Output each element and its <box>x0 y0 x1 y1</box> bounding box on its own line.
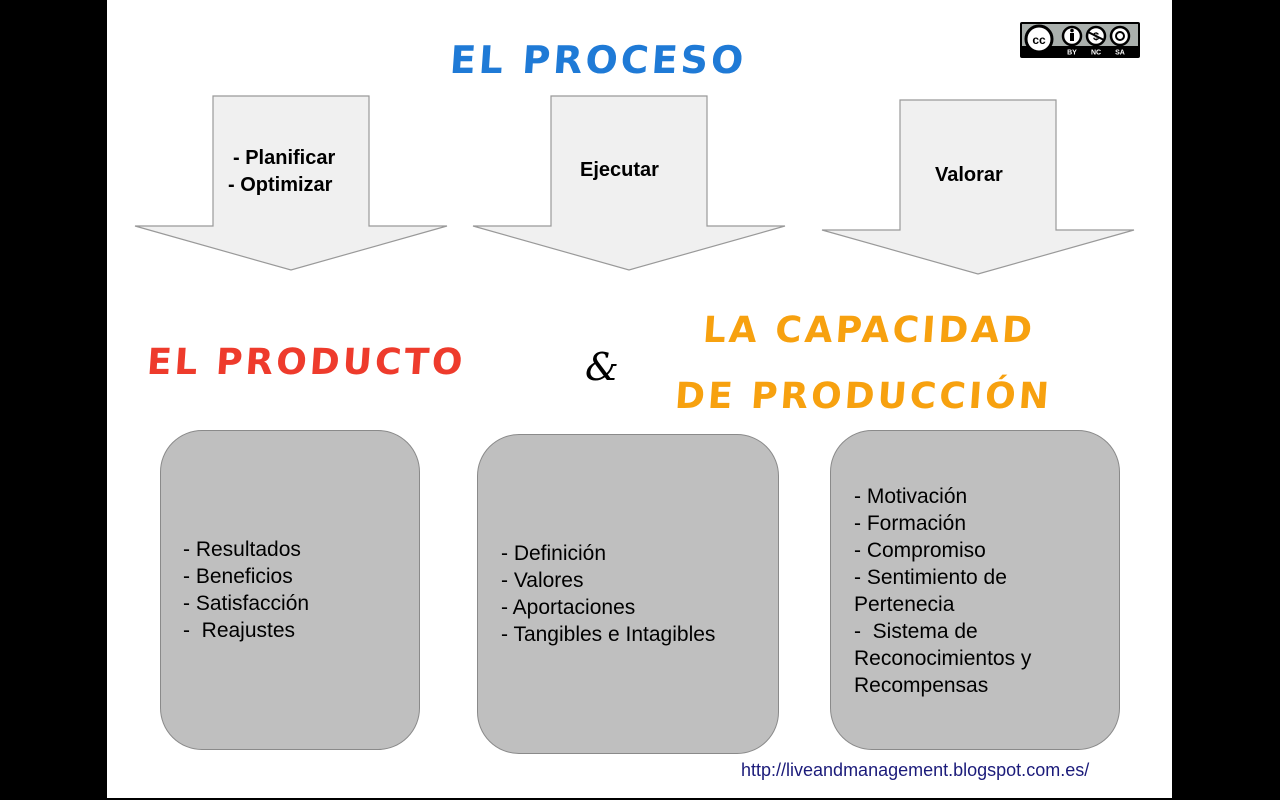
step-planificar: - Planificar <box>233 147 336 169</box>
card-list: - Definición - Valores - Aportaciones - … <box>501 540 715 648</box>
footer-url-link[interactable]: http://liveandmanagement.blogspot.com.es… <box>741 760 1090 780</box>
list-item: - Aportaciones <box>501 596 636 619</box>
process-arrow-valorar: Valorar <box>821 99 1135 277</box>
svg-text:BY: BY <box>1067 50 1077 57</box>
svg-text:SA: SA <box>1115 50 1125 57</box>
cc-badge-body: cc $ BY NC SA <box>1022 24 1138 57</box>
down-arrow-icon <box>134 95 448 271</box>
step-optimizar: - Optimizar <box>228 174 333 196</box>
list-item: - Compromiso <box>854 539 986 562</box>
list-item: - Resultados <box>183 538 301 561</box>
list-item: - Beneficios <box>183 565 293 588</box>
card-capacidad-produccion: - Motivación - Formación - Compromiso - … <box>830 430 1120 750</box>
svg-text:NC: NC <box>1091 50 1101 57</box>
list-item: Pertenecia <box>854 593 955 616</box>
arrow-label: - Planificar - Optimizar <box>228 145 335 199</box>
heading-capacidad-line2: DE PRODUCCIÓN <box>673 376 1054 417</box>
slide: EL PROCESO cc $ BY NC SA <box>107 0 1172 798</box>
list-item: - Formación <box>854 512 967 535</box>
list-item: Recompensas <box>854 674 989 697</box>
ampersand: & <box>585 345 619 389</box>
card-list: - Motivación - Formación - Compromiso - … <box>854 483 1031 699</box>
card-producto-outcomes: - Resultados - Beneficios - Satisfacción… <box>160 430 420 750</box>
cc-license-badge[interactable]: cc $ BY NC SA <box>1020 22 1140 58</box>
process-arrow-planificar: - Planificar - Optimizar <box>134 95 448 273</box>
list-item: - Definición <box>501 542 607 565</box>
heading-capacidad-line1: LA CAPACIDAD <box>701 310 1037 351</box>
slide-title: EL PROCESO <box>448 38 748 82</box>
list-item: - Reajustes <box>183 619 296 642</box>
arrow-label: Ejecutar <box>580 159 659 181</box>
svg-text:cc: cc <box>1032 33 1046 47</box>
list-item: - Tangibles e Intagibles <box>501 623 716 646</box>
list-item: Reconocimientos y <box>854 647 1032 670</box>
list-item: - Valores <box>501 569 584 592</box>
arrow-label: Valorar <box>935 164 1003 186</box>
process-arrow-ejecutar: Ejecutar <box>472 95 786 273</box>
down-arrow-icon <box>472 95 786 271</box>
heading-el-producto: EL PRODUCTO <box>145 342 467 383</box>
list-item: - Sistema de <box>854 620 978 643</box>
list-item: - Sentimiento de <box>854 566 1007 589</box>
list-item: - Satisfacción <box>183 592 310 615</box>
down-arrow-icon <box>821 99 1135 275</box>
creative-commons-icon: cc $ BY NC SA <box>1022 24 1138 57</box>
card-producto-definition: - Definición - Valores - Aportaciones - … <box>477 434 779 754</box>
list-item: - Motivación <box>854 485 968 508</box>
card-list: - Resultados - Beneficios - Satisfacción… <box>183 536 309 644</box>
